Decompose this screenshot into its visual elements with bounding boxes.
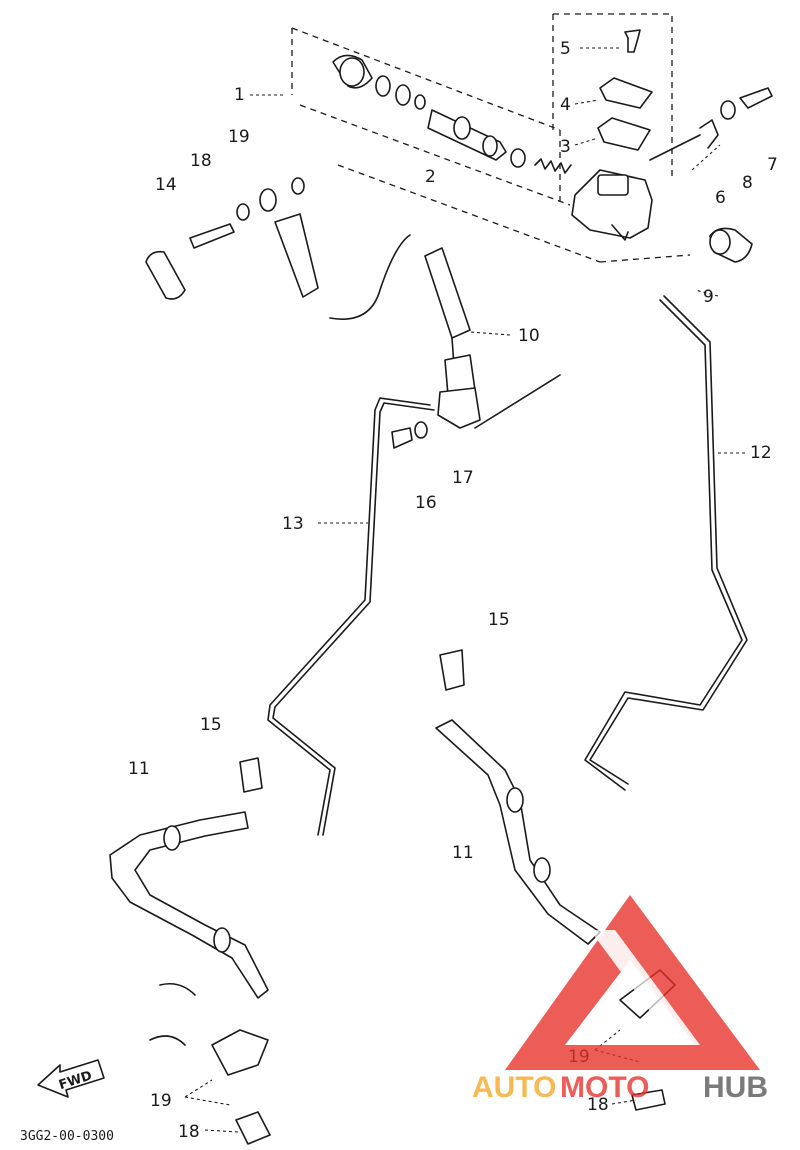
callout-13: 13 [282,514,304,534]
drawing-code: 3GG2-00-0300 [20,1129,114,1144]
callout-2: 2 [425,167,436,187]
brake-pipe-13 [267,397,435,836]
master-cylinder-assembly [291,13,773,263]
callout-14: 14 [155,175,177,195]
forward-arrow-icon: FWD [37,1059,105,1098]
watermark-moto: MOTO [560,1071,649,1104]
banjo-bolt-group-top [145,177,411,320]
callout-19-top: 19 [228,127,250,147]
clip-15-left [239,757,263,793]
callout-17: 17 [452,468,474,488]
callout-15-left: 15 [200,715,222,735]
brake-hose-11-left [109,811,271,1145]
automotohub-watermark-logo: AUTO MOTO HUB [472,895,768,1104]
callout-19-left: 19 [150,1091,172,1111]
brake-pipe-12 [584,295,748,791]
callout-18-top: 18 [190,151,212,171]
callout-15-right: 15 [488,610,510,630]
callout-11-right: 11 [452,843,474,863]
brake-hose-10 [424,247,561,429]
callout-12: 12 [750,443,772,463]
callout-11-left: 11 [128,759,150,779]
callout-18-left: 18 [178,1122,200,1142]
callout-10: 10 [518,326,540,346]
callout-8: 8 [742,173,753,193]
callout-9: 9 [703,287,714,307]
clip-15-right [439,649,465,691]
watermark-hub: HUB [703,1071,768,1104]
callout-16: 16 [415,493,437,513]
callout-1: 1 [234,85,245,105]
callout-6: 6 [715,188,726,208]
callout-4: 4 [560,95,571,115]
watermark-auto: AUTO [472,1071,556,1104]
callout-7: 7 [767,155,778,175]
callout-3: 3 [560,137,571,157]
callout-18-right: 18 [587,1095,609,1115]
callout-5: 5 [560,39,571,59]
